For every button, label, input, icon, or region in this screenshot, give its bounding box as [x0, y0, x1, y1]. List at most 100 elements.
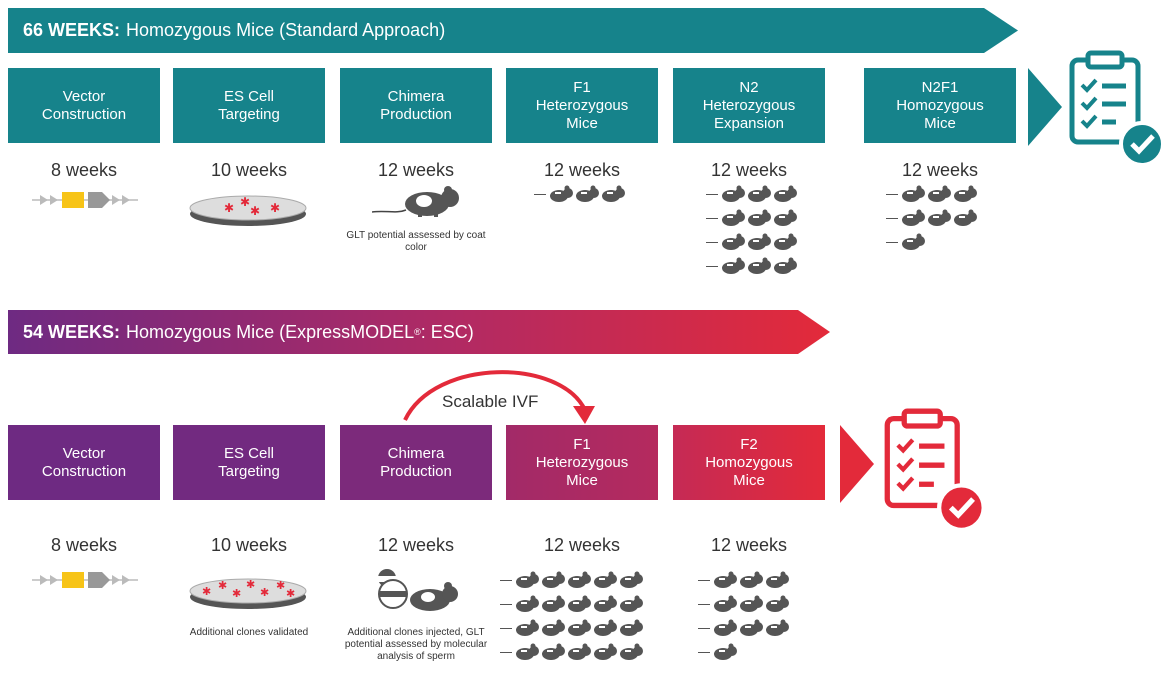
duration-vector: 8 weeks: [50, 160, 118, 180]
mouse-icon: [516, 595, 539, 612]
petri-dish-icon: ✱ ✱ ✱ ✱ ✱ ✱ ✱: [189, 578, 307, 609]
mouse-icon: [774, 257, 797, 274]
mouse-icon: [748, 185, 771, 202]
svg-text:✱: ✱: [250, 204, 260, 218]
mouse-icon: [714, 619, 737, 636]
mouse-icon: [550, 185, 573, 202]
svg-text:✱: ✱: [276, 579, 285, 592]
mouse-icon: [766, 619, 789, 636]
next-arrow-icon: [840, 425, 874, 503]
express-duration-f1: 12 weeks: [543, 535, 621, 555]
mouse-icon: [774, 209, 797, 226]
standard-banner: 66 WEEKS: Homozygous Mice (Standard Appr…: [8, 8, 1018, 53]
express-step-f2-homozygous: F2 Homozygous Mice: [673, 425, 825, 500]
next-arrow-icon: [1028, 68, 1062, 146]
mouse-icon: [766, 571, 789, 588]
mouse-icon: [774, 185, 797, 202]
express-duration-es-cell: 10 weeks: [210, 535, 288, 555]
mouse-icon: [722, 185, 745, 202]
mouse-group-std-n2: [706, 182, 798, 278]
mouse-icon: [902, 185, 925, 202]
mouse-icon: [722, 233, 745, 250]
mouse-icon: [928, 209, 951, 226]
mouse-icon: [620, 619, 643, 636]
mouse-icon: [542, 643, 565, 660]
mouse-icon: [516, 619, 539, 636]
mouse-icon: [594, 643, 617, 660]
mouse-icon: [722, 257, 745, 274]
mouse-icon: [714, 595, 737, 612]
mouse-icon: [568, 595, 591, 612]
express-duration-vector: 8 weeks: [50, 535, 118, 555]
svg-text:✱: ✱: [240, 195, 250, 209]
mouse-icon: [902, 209, 925, 226]
mouse-icon: [748, 209, 771, 226]
mouse-icon: [714, 643, 737, 660]
express-step-f1-heterozygous: F1 Heterozygous Mice: [506, 425, 658, 500]
mouse-icon: [902, 233, 925, 250]
mouse-icon: [542, 619, 565, 636]
express-banner-duration: 54 WEEKS:: [23, 321, 121, 342]
vector-construct-icon: [32, 572, 138, 588]
standard-banner-duration: 66 WEEKS:: [23, 20, 121, 40]
svg-text:✱: ✱: [286, 587, 295, 600]
express-step-vector-construction: Vector Construction: [8, 425, 160, 500]
step-es-cell-targeting: ES Cell Targeting: [173, 68, 325, 143]
step-label: ES Cell Targeting: [218, 87, 280, 123]
step-label: ES Cell Targeting: [218, 444, 280, 480]
duration-f1: 12 weeks: [543, 160, 621, 180]
step-label: Chimera Production: [380, 444, 452, 480]
step-label: F1 Heterozygous Mice: [535, 435, 629, 489]
mouse-icon: [774, 233, 797, 250]
mouse-icon: [516, 571, 539, 588]
mouse-icon: [602, 185, 625, 202]
mouse-icon: [954, 209, 977, 226]
clipboard-check-icon: [1069, 50, 1163, 167]
duration-es-cell: 10 weeks: [210, 160, 288, 180]
chimera-note: GLT potential assessed by coat color: [346, 230, 486, 253]
step-label: F1 Heterozygous Mice: [535, 78, 629, 132]
mouse-icon: [722, 209, 745, 226]
step-label: N2F1 Homozygous Mice: [896, 78, 984, 132]
svg-text:✱: ✱: [218, 579, 227, 592]
mouse-group-std-n2f1: [886, 182, 978, 254]
step-f1-heterozygous: F1 Heterozygous Mice: [506, 68, 658, 143]
svg-text:✱: ✱: [232, 587, 241, 600]
step-label: Vector Construction: [41, 444, 127, 480]
chimera-mouse-icon: [372, 186, 459, 217]
scalable-ivf-label: Scalable IVF: [440, 392, 541, 412]
duration-n2f1: 12 weeks: [901, 160, 979, 180]
mouse-icon: [740, 595, 763, 612]
svg-text:✱: ✱: [260, 586, 269, 599]
mouse-group-express-f2: [698, 568, 790, 664]
mouse-icon: [740, 571, 763, 588]
mouse-icon: [542, 595, 565, 612]
svg-text:✱: ✱: [270, 201, 280, 215]
mouse-icon: [568, 571, 591, 588]
step-label: N2 Heterozygous Expansion: [702, 78, 796, 132]
mouse-icon: [620, 595, 643, 612]
express-banner-title: Homozygous Mice (ExpressMODEL: [126, 321, 415, 342]
step-n2f1-homozygous: N2F1 Homozygous Mice: [864, 68, 1016, 143]
mouse-icon: [740, 619, 763, 636]
express-step-es-cell-targeting: ES Cell Targeting: [173, 425, 325, 500]
mouse-group-std-f1: [534, 182, 626, 206]
step-n2-expansion: N2 Heterozygous Expansion: [673, 68, 825, 143]
mouse-icon: [766, 595, 789, 612]
express-duration-f2: 12 weeks: [710, 535, 788, 555]
svg-text:✱: ✱: [246, 578, 255, 591]
clipboard-check-icon: [884, 408, 986, 532]
registered-mark: ®: [414, 327, 421, 337]
petri-dish-icon: ✱ ✱ ✱ ✱: [189, 195, 307, 226]
vector-construct-icon: [32, 192, 138, 208]
mouse-group-express-f1: [500, 568, 644, 664]
mouse-icon: [594, 571, 617, 588]
step-chimera-production: Chimera Production: [340, 68, 492, 143]
duration-chimera: 12 weeks: [377, 160, 455, 180]
mouse-icon: [576, 185, 599, 202]
mouse-icon: [928, 185, 951, 202]
express-banner-tail: : ESC): [420, 321, 474, 342]
es-cell-note: Additional clones validated: [189, 627, 309, 638]
svg-text:✱: ✱: [224, 201, 234, 215]
scalable-ivf-arrow: [403, 370, 595, 424]
